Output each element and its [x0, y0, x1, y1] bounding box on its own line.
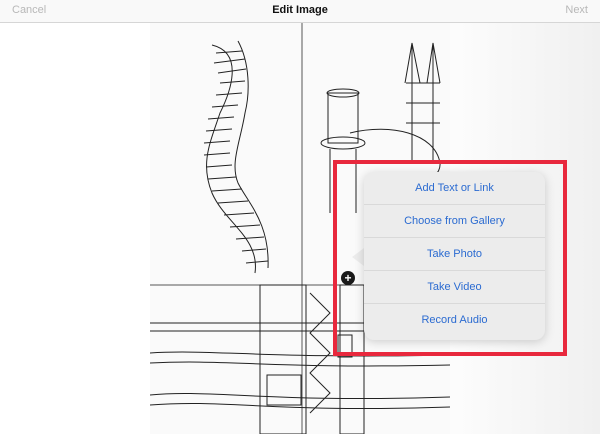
- nav-bar: Cancel Edit Image Next: [0, 0, 600, 23]
- twisted-tower-drawing: [203, 40, 269, 274]
- menu-item-take-video[interactable]: Take Video: [364, 271, 545, 304]
- menu-item-take-photo[interactable]: Take Photo: [364, 238, 545, 271]
- add-content-handle-icon[interactable]: +: [341, 271, 355, 285]
- menu-item-choose-from-gallery[interactable]: Choose from Gallery: [364, 205, 545, 238]
- popover-arrow: [352, 248, 364, 266]
- menu-item-add-text-or-link[interactable]: Add Text or Link: [364, 172, 545, 205]
- cancel-button[interactable]: Cancel: [12, 4, 47, 16]
- next-button[interactable]: Next: [565, 4, 588, 16]
- menu-item-record-audio[interactable]: Record Audio: [421, 314, 488, 326]
- page-title: Edit Image: [272, 4, 328, 16]
- insert-menu-popover: Add Text or Link Choose from Gallery Tak…: [364, 172, 545, 340]
